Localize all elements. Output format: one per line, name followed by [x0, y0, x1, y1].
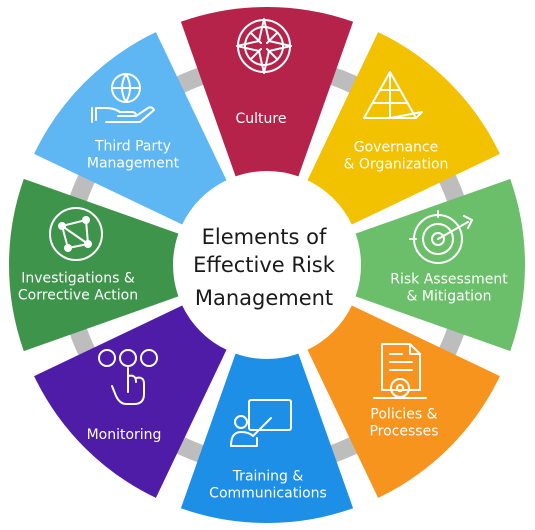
segment-label-governance-line-1: Governance: [354, 140, 438, 156]
segment-shape-investigations: [9, 178, 179, 352]
globe-hand-icon: [91, 73, 155, 123]
segment-risk-assessment: Risk Assessment& Mitigation: [355, 178, 525, 352]
segment-label-monitoring-line-1: Monitoring: [87, 427, 162, 443]
segment-label-governance-line-2: & Organization: [344, 157, 449, 173]
segment-label-third-party-line-2: Management: [87, 156, 180, 172]
segment-label-risk-assessment-line-2: & Mitigation: [407, 289, 492, 305]
center-title-line-3: Management: [195, 286, 333, 310]
pyramid-icon: [363, 71, 423, 119]
segment-label-investigations-line-2: Corrective Action: [18, 288, 138, 304]
segment-label-policies-line-1: Policies &: [370, 407, 437, 423]
segment-shape-third-party: [34, 32, 227, 225]
segment-label-training-line-2: Communications: [209, 486, 327, 502]
segment-label-risk-assessment-line-1: Risk Assessment: [390, 272, 508, 288]
segment-shape-training: [180, 353, 354, 523]
wheel-segments: Culture Governance& Organization Risk As…: [9, 7, 525, 523]
center-title: Elements of Effective Risk Management: [193, 225, 336, 310]
presentation-icon: [230, 399, 292, 447]
segment-policies: Policies &Processes: [307, 305, 500, 498]
segment-label-training-line-1: Training &: [232, 469, 304, 485]
segment-label-third-party-line-1: Third Party: [94, 139, 171, 155]
segment-monitoring: Monitoring: [34, 305, 227, 498]
touch-icon: [98, 349, 158, 405]
segment-shape-policies: [307, 305, 500, 498]
center-title-line-1: Elements of: [202, 225, 327, 249]
center-title-line-2: Effective Risk: [193, 253, 336, 277]
segment-training: Training &Communications: [180, 353, 354, 523]
network-icon: [49, 207, 103, 261]
segment-investigations: Investigations &Corrective Action: [9, 178, 179, 352]
document-gear-icon: [373, 343, 427, 399]
segment-shape-monitoring: [34, 305, 227, 498]
compass-icon: [236, 18, 292, 74]
segment-governance: Governance& Organization: [307, 32, 500, 225]
segment-shape-culture: [180, 7, 354, 177]
segment-culture: Culture: [180, 7, 354, 177]
target-icon: [409, 210, 473, 264]
segment-label-investigations-line-1: Investigations &: [21, 271, 135, 287]
segment-label-policies-line-2: Processes: [369, 424, 438, 440]
segment-shape-risk-assessment: [355, 178, 525, 352]
segment-label-culture-line-1: Culture: [236, 111, 287, 127]
segment-shape-governance: [307, 32, 500, 225]
